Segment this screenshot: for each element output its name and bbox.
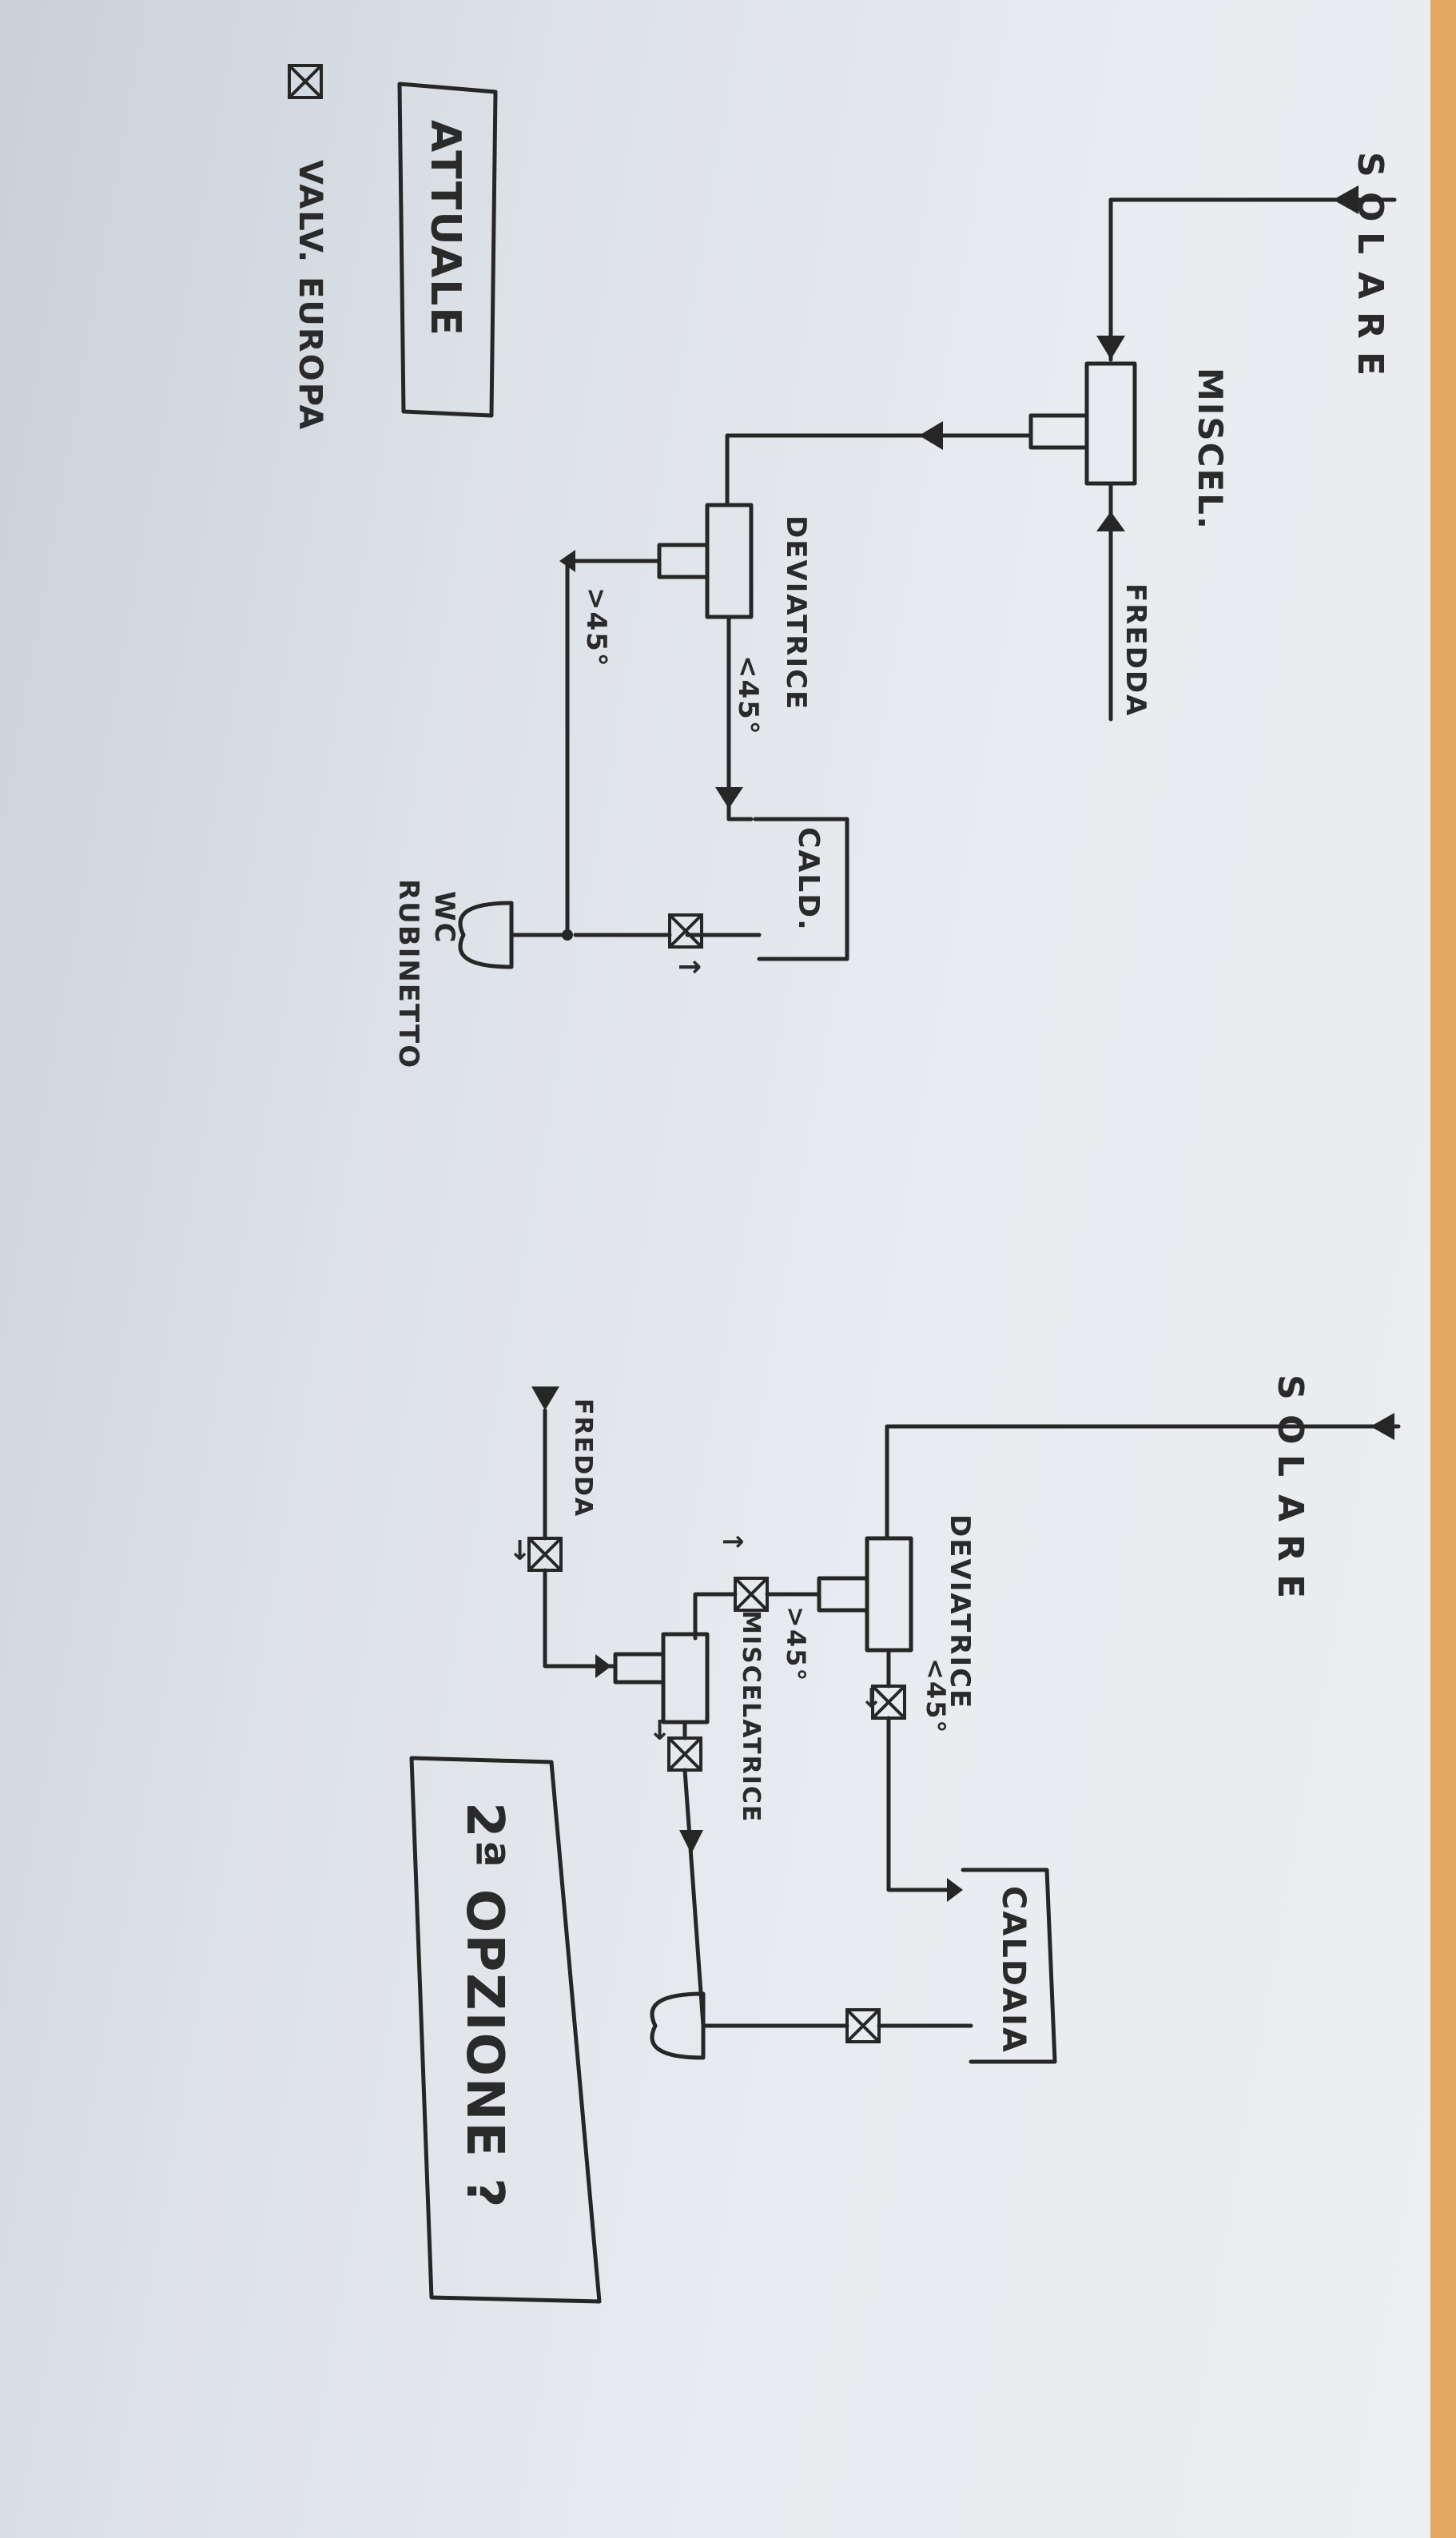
wc-label: WC (428, 891, 460, 944)
svg-text:R: R (1350, 312, 1390, 340)
svg-text:E: E (1350, 352, 1390, 377)
solare-label-top: S O L A R E (1350, 152, 1390, 377)
arrow-icon (679, 1830, 703, 1854)
caldaia-label-top: CALD. (792, 827, 825, 932)
arrow-icon (531, 1386, 559, 1410)
gt45-pipe-bottom (693, 1592, 738, 1641)
attuale-box (397, 82, 498, 418)
miscelatrice-body (661, 1632, 710, 1724)
arrow-icon (919, 421, 943, 450)
gt45-label-bottom: >45° (781, 1606, 811, 1682)
deviatrice-label-bottom: DEVIATRICE (944, 1514, 976, 1709)
cold-pipe-bottom (543, 1568, 618, 1669)
arrow-icon (1096, 511, 1125, 531)
miscelatrice-inlet (613, 1652, 666, 1685)
lt45-pipe-top (726, 615, 754, 821)
attuale-label: ATTUALE (421, 120, 469, 337)
desk-surface (1430, 0, 1456, 2538)
caldaia-box-bottom (961, 1868, 1057, 2064)
flow-arrow-glyph: ↑ (672, 955, 705, 981)
fredda-label-bottom: FREDDA (569, 1398, 597, 1518)
arrow-icon (595, 1654, 611, 1678)
tap-icon (650, 1991, 706, 2060)
opzione-label: 2ª OPZIONE ? (455, 1802, 514, 2210)
svg-text:E: E (1270, 1574, 1311, 1600)
svg-text:A: A (1350, 272, 1390, 300)
deviatrice-body-top (705, 503, 754, 619)
deviatrice-outlet-top (657, 543, 710, 579)
arrow-icon (559, 550, 575, 572)
svg-text:S: S (1270, 1374, 1311, 1402)
diagram-attuale: S O L A R E MISCEL. FREDDA DEVIATRICE <4… (288, 64, 1397, 1069)
mixer-body-top (1084, 361, 1137, 486)
svg-text:O: O (1270, 1414, 1311, 1446)
solare-label-bottom: S O L A R E (1270, 1374, 1311, 1600)
solar-pipe-bottom (885, 1424, 1401, 1541)
svg-text:L: L (1270, 1454, 1311, 1478)
mixed-pipe-bottom (682, 1768, 706, 2028)
lt45-pipe-bottom (886, 1716, 961, 1892)
svg-text:L: L (1350, 232, 1390, 256)
legend-label: VALV. EUROPA (292, 160, 328, 431)
gt45-label-top: >45° (580, 587, 612, 668)
arrow-icon (715, 787, 743, 809)
miscelatrice-label: MISCELATRICE (737, 1610, 765, 1823)
arrow-icon (1333, 185, 1359, 214)
svg-text:S: S (1350, 152, 1390, 179)
flow-arrow-glyph: → (644, 1718, 676, 1743)
flow-arrow-glyph: → (504, 1538, 536, 1563)
mixed-pipe-top (725, 433, 1033, 506)
deviatrice-label-top: DEVIATRICE (780, 515, 812, 710)
fredda-label-top: FREDDA (1120, 583, 1152, 717)
flow-arrow-glyph: ↑ (716, 1530, 748, 1555)
arrow-icon (947, 1878, 963, 1902)
svg-text:A: A (1270, 1494, 1311, 1523)
miscel-label: MISCEL. (1191, 368, 1230, 531)
rubinetto-label: RUBINETTO (392, 879, 424, 1069)
legend-valve-icon (288, 64, 323, 99)
opzione-box (409, 1756, 602, 2304)
caldaia-box-top (753, 817, 849, 961)
flow-arrow-glyph: → (856, 1686, 888, 1711)
svg-text:R: R (1270, 1534, 1311, 1563)
solar-pipe-top (1108, 197, 1397, 362)
valve-europa-icon (668, 913, 703, 949)
lt45-label-bottom: <45° (921, 1658, 951, 1734)
tap-icon (458, 901, 514, 969)
deviatrice-outlet-bottom (817, 1576, 869, 1613)
deviatrice-body-bottom (865, 1536, 913, 1653)
lt45-label-top: <45° (732, 655, 764, 736)
mixer-outlet-top (1028, 413, 1089, 450)
diagram-opzione: S O L A R E DEVIATRICE <45° → CALDAIA (409, 1374, 1401, 2304)
arrow-icon (1370, 1413, 1394, 1440)
arrow-icon (1096, 336, 1125, 360)
caldaia-label-bottom: CALDAIA (995, 1886, 1032, 2054)
